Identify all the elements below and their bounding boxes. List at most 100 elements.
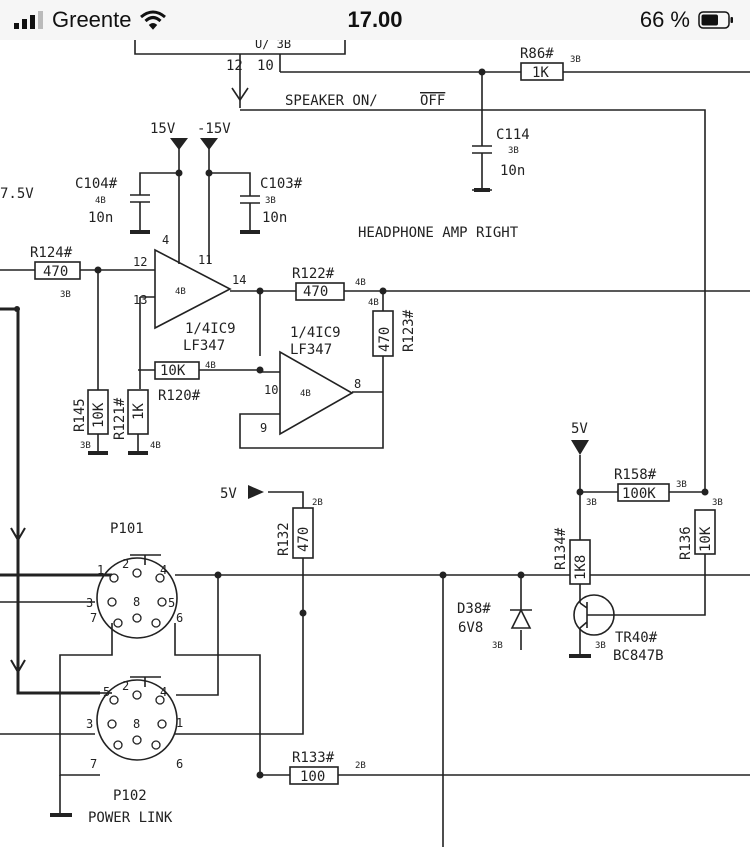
ic9b-part: 1/4IC9 [290,325,341,341]
r132-grid: 2B [312,498,323,508]
r122-ref: R122# [292,266,335,282]
pin-12-label: 12 [226,58,243,74]
p102-pin-8: 8 [133,717,140,731]
r158-value: 100K [622,486,656,502]
r86-ref: R86# [520,46,554,62]
r122-grid: 4B [355,278,366,288]
c104-value: 10n [88,210,113,226]
p102-pin-5: 5 [103,685,110,699]
battery-icon [698,11,733,29]
wifi-icon [139,10,166,30]
ic9b-type: LF347 [290,342,332,358]
r133-value: 100 [300,769,325,785]
p102-pin-1: 1 [176,716,183,730]
r123-grid: 4B [368,298,379,308]
ic9a-grid: 4B [175,287,186,297]
p102-ref: P102 [113,788,147,804]
resistor-bodies [34,62,716,785]
top-block-label: U/ 3B [255,40,291,51]
supply-5v-label-left: 5V [220,486,237,502]
carrier-name: Greente [52,7,132,32]
p102-pin-7: 7 [90,757,97,771]
status-bar: Greente 17.00 66 % [0,0,750,40]
ic9b-pin-9: 9 [260,421,267,435]
c103-ref: C103# [260,176,303,192]
r132-ref: R132 [276,522,292,556]
ic9b-grid: 4B [300,389,311,399]
r134-grid: 3B [586,498,597,508]
connector-bodies [96,557,178,761]
ic9a-pin-13: 13 [133,293,147,307]
r123-ref: R123# [401,309,417,352]
ic9b-pin-8: 8 [354,377,361,391]
c114-value: 10n [500,163,525,179]
r133-ref: R133# [292,750,335,766]
d38-ref: D38# [457,601,491,617]
r158-grid: 3B [676,480,687,490]
r158-ref: R158# [614,467,657,483]
speaker-off-label: OFF [420,93,445,109]
r124-grid: 3B [60,290,71,300]
p101-pin-6: 6 [176,611,183,625]
r86-grid: 3B [570,55,581,65]
r123-value: 470 [377,327,393,352]
ic9a-type: LF347 [183,338,225,354]
p102-name: POWER LINK [88,810,173,826]
ic9b-pin-10: 10 [264,383,278,397]
c104-grid: 4B [95,196,106,206]
p101-pin-7: 7 [90,611,97,625]
ic9a-part: 1/4IC9 [185,321,236,337]
r136-grid: 3B [712,498,723,508]
p101-pin-3: 3 [86,596,93,610]
r132-value: 470 [296,527,312,552]
ic9a-pin-11: 11 [198,253,212,267]
schematic-diagram: U/ 3B 12 10 SPEAKER ON/ OFF R86# 3B 1K C… [0,40,750,847]
r122-value: 470 [303,284,328,300]
r120-grid: 4B [205,361,216,371]
p101-ref: P101 [110,521,144,537]
c103-grid: 3B [265,196,276,206]
d38-value: 6V8 [458,620,483,636]
rail-neg-label: -15V [197,121,231,137]
r124-ref: R124# [30,245,73,261]
r145-grid: 3B [80,441,91,451]
partial-voltage-label: 7.5V [0,186,34,202]
r86-value: 1K [532,65,549,81]
ic9a-pin-14: 14 [232,273,246,287]
r120-value: 10K [160,363,186,379]
tr40-grid: 3B [595,641,606,651]
schematic-fills [14,68,709,817]
d38-grid: 3B [492,641,503,651]
ic9a-pin-12: 12 [133,255,147,269]
p102-pin-3: 3 [86,717,93,731]
c114-grid: 3B [508,146,519,156]
p102-pin-4: 4 [160,685,167,699]
r133-grid: 2B [355,761,366,771]
p102-pin-2: 2 [122,679,129,693]
r145-value: 10K [91,402,107,428]
r134-value: 1K8 [573,555,589,580]
r136-ref: R136 [678,526,694,560]
r136-value: 10K [698,526,714,552]
signal-bars-icon [14,11,43,29]
battery-percent: 66 % [639,7,690,32]
rail-pos-label: 15V [150,121,176,137]
r121-ref: R121# [112,397,128,440]
tr40-value: BC847B [613,648,664,664]
c104-ref: C104# [75,176,118,192]
connector-pins [107,568,167,750]
transistor-symbol [573,594,615,655]
status-time: 17.00 [347,7,403,32]
r145-ref: R145 [72,398,88,432]
status-left: Greente [14,7,166,33]
speaker-on-label: SPEAKER ON/ [285,93,378,109]
p101-pin-5: 5 [168,596,175,610]
status-right: 66 % [640,7,734,33]
p101-pin-4: 4 [160,563,167,577]
schematic-title: HEADPHONE AMP RIGHT [358,225,519,241]
r121-value: 1K [131,403,147,420]
r124-value: 470 [43,264,68,280]
p102-pin-6: 6 [176,757,183,771]
r134-ref: R134# [553,527,569,570]
r121-grid: 4B [150,441,161,451]
